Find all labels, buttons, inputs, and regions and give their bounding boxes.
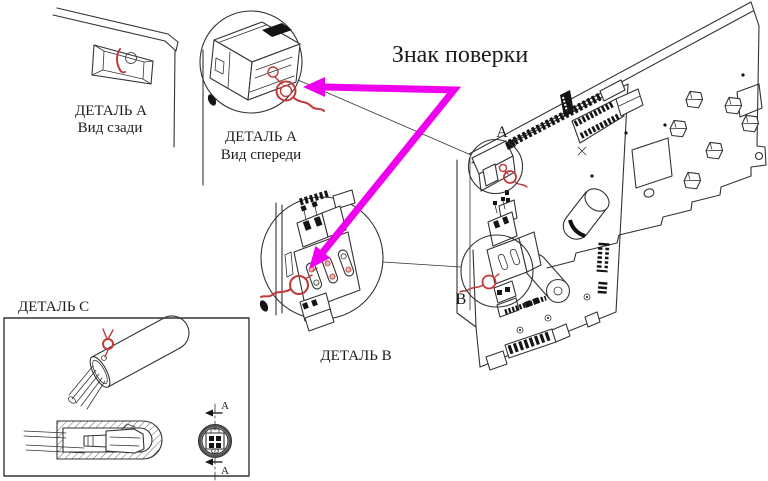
arrow-shaft <box>320 83 462 255</box>
seal-tail-b <box>260 288 292 298</box>
arrowhead-to-detail-b <box>309 245 331 269</box>
sensor-cylinder <box>68 315 190 410</box>
seal-wire-loop <box>267 66 279 78</box>
section-label-top: A <box>221 400 229 412</box>
corner-a-seal-area: A <box>467 124 528 225</box>
seal-ring-b <box>289 275 309 295</box>
callout-circle-b <box>460 234 534 308</box>
connector-cross-section <box>23 420 163 460</box>
seal-ring-main-b <box>481 274 497 290</box>
diagram-title: Знак поверки <box>392 42 529 68</box>
verification-mark-arrows <box>303 77 462 269</box>
callout-circle-a <box>467 138 524 195</box>
main-board-assembly: A B <box>456 1 767 371</box>
edge-connector-teeth <box>503 82 622 150</box>
capacitor-horizontal <box>562 188 610 240</box>
callout-label-a: A <box>496 124 508 141</box>
detail-c-frame <box>3 317 250 477</box>
seal-wire-rear <box>116 48 126 74</box>
leader-lines <box>297 79 472 268</box>
seal-tail-a <box>293 97 325 112</box>
callout-label-b: B <box>456 291 467 308</box>
detail-c-view: ДЕТАЛЬ С A <box>3 299 250 481</box>
seal-ring-main-a <box>503 170 517 184</box>
capacitor-angled <box>523 253 571 304</box>
detail-a-rear-view: ДЕТАЛЬ А Вид сзади <box>52 7 179 148</box>
top-connector <box>262 23 292 37</box>
seal-hole <box>125 52 137 64</box>
seal-ring-c <box>102 338 114 350</box>
magnifier-circle-a <box>199 10 303 114</box>
detail-b-view: ДЕТАЛЬ В <box>259 189 392 364</box>
area-b-seal-area: B <box>456 197 542 318</box>
section-label-bottom: A <box>221 465 229 477</box>
io-header <box>560 88 644 156</box>
detail-a-front-view: ДЕТАЛЬ А Вид спереди <box>199 10 325 186</box>
arrowhead-to-detail-a <box>303 77 325 97</box>
detail-a-front-view-label: Вид спереди <box>221 147 301 163</box>
seal-ring-a <box>275 80 297 102</box>
detail-c-title: ДЕТАЛЬ С <box>18 299 89 315</box>
detail-a-rear-view-label: Вид сзади <box>78 120 143 136</box>
section-view-a-a: A A <box>197 400 233 481</box>
detail-a-front-title: ДЕТАЛЬ А <box>225 129 297 145</box>
detail-b-title: ДЕТАЛЬ В <box>320 348 391 364</box>
panel-cutout-large <box>631 137 673 189</box>
mounting-tab <box>750 145 767 177</box>
detail-a-rear-title: ДЕТАЛЬ А <box>75 103 147 119</box>
